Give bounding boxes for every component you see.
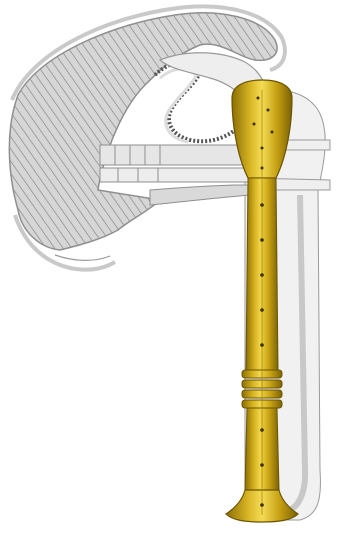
illustration-canvas [0,0,343,533]
bone-implant-illustration [0,0,343,533]
